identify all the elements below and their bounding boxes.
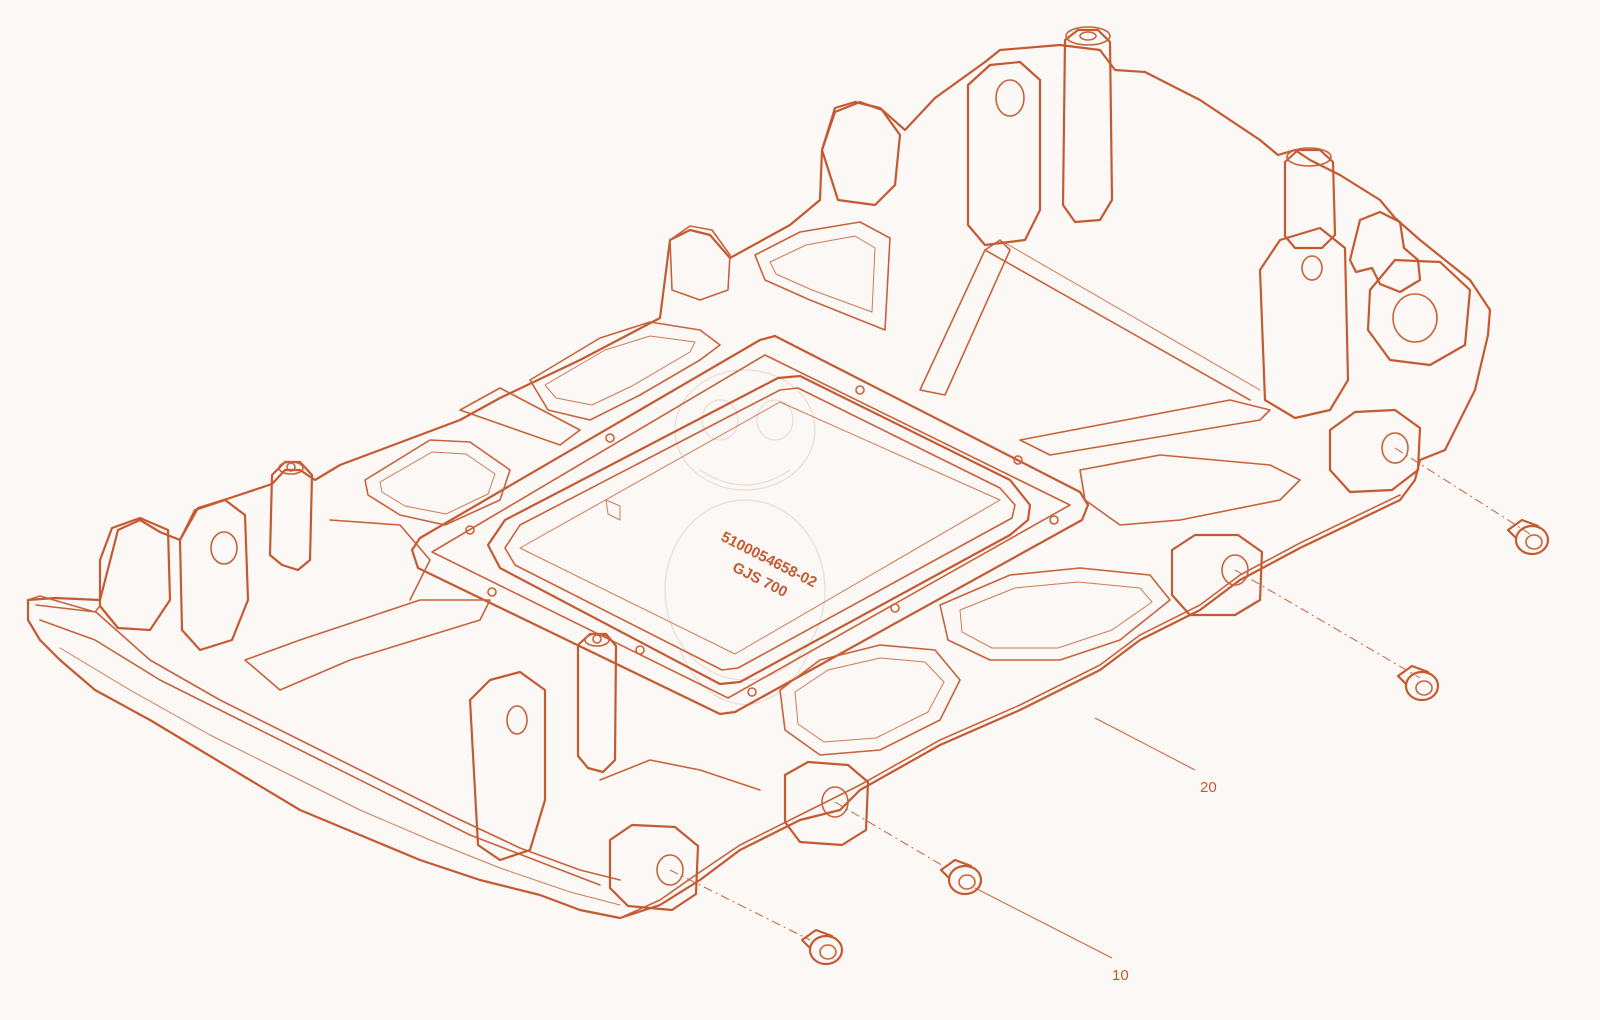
callout-20-leader: [1094, 717, 1196, 771]
frame-pockets: [244, 221, 1301, 791]
bushing-3: [939, 858, 983, 896]
top-plate: [410, 334, 1090, 716]
frame-outer-contour: [26, 43, 1492, 920]
callouts: 20 10: [974, 717, 1217, 984]
mounting-lugs: [27, 26, 1472, 912]
engraving-group: 5100054658-02 GJS 700: [718, 528, 819, 601]
bushing-2: [1396, 664, 1440, 702]
fastener-bushings: [800, 518, 1550, 966]
callout-20-label: 20: [1200, 779, 1217, 796]
fastener-axes: [669, 447, 1531, 941]
bushing-4: [800, 928, 844, 966]
bushing-1: [1506, 518, 1550, 556]
callout-10-label: 10: [1112, 967, 1129, 984]
callout-10-leader: [974, 887, 1113, 959]
